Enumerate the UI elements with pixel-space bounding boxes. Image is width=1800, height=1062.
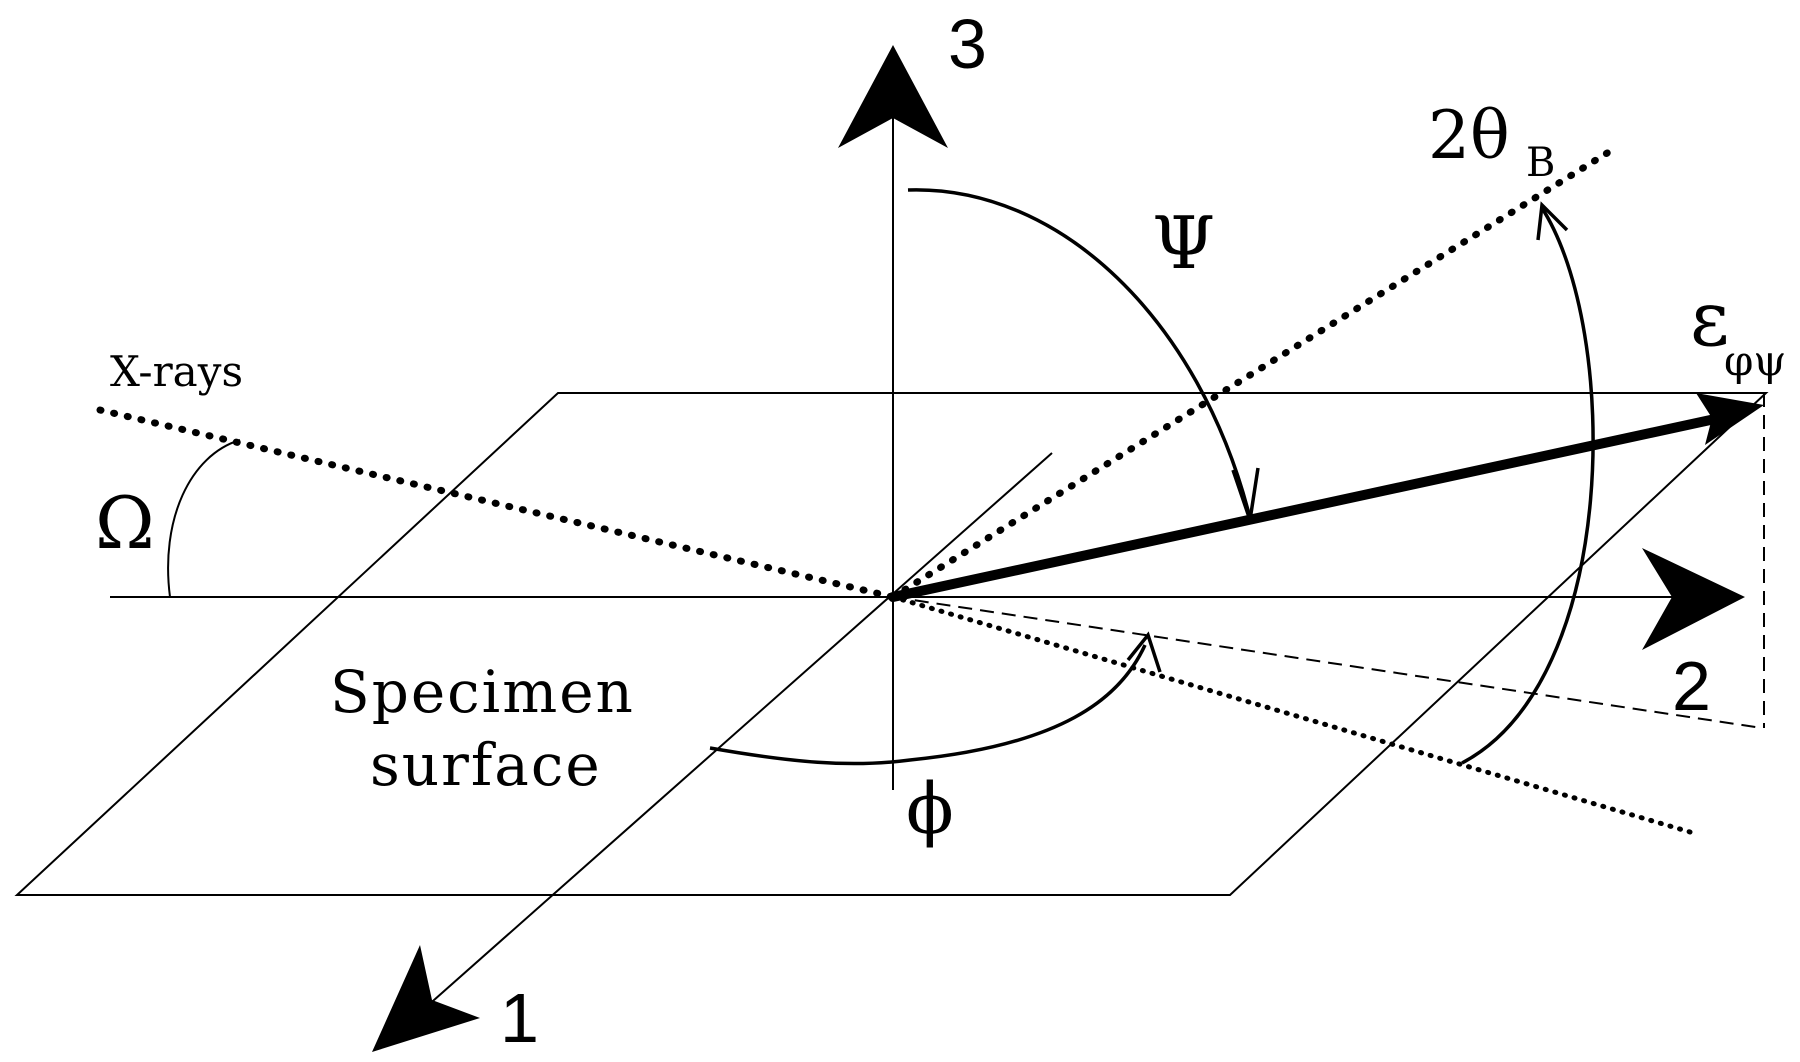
axis-1-arrowhead — [372, 945, 480, 1052]
epsilon-subscript: φψ — [1724, 336, 1786, 385]
psi-angle-arc — [907, 188, 1252, 519]
axis-2-arrowhead — [1642, 548, 1745, 650]
phi-label: ϕ — [906, 768, 954, 850]
diffracted-beam — [889, 146, 1616, 601]
strain-vector-arrowhead — [1696, 393, 1764, 445]
two-theta-subscript: B — [1526, 140, 1555, 186]
epsilon-label: ε — [1690, 274, 1729, 363]
surface-label: surface — [370, 731, 602, 799]
axis-1-line — [424, 452, 1053, 1009]
specimen-plane — [14, 392, 1769, 896]
axis-3-label: 3 — [948, 5, 987, 83]
two-theta-arc — [1461, 207, 1595, 765]
axis-1-label: 1 — [500, 979, 539, 1057]
strain-projection-line — [892, 596, 1763, 729]
phi-angle-arc — [709, 644, 1147, 766]
two-theta-arc-arrowhead — [1536, 201, 1569, 241]
in-plane-dotted-line — [890, 594, 1693, 835]
omega-angle-arc — [167, 439, 241, 598]
phi-arc-arrowhead — [1126, 631, 1162, 673]
two-theta-label: 2θ — [1428, 97, 1510, 174]
specimen-label: Specimen — [330, 658, 635, 726]
psi-arc-arrowhead — [1231, 467, 1260, 521]
axis-3-arrowhead — [838, 45, 948, 148]
incident-xray-beam — [96, 406, 897, 601]
omega-label: Ω — [95, 481, 155, 565]
strain-vector — [888, 414, 1720, 602]
xrays-label: X-rays — [110, 347, 243, 396]
psi-label: Ψ — [1152, 201, 1215, 285]
axis-2-label: 2 — [1672, 647, 1711, 725]
